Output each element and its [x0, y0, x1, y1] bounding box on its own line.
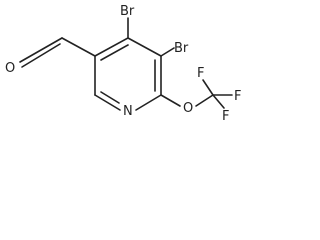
atom-nitrogen: N: [123, 104, 133, 119]
bond-cho-o-a: [19, 37, 63, 63]
bond-c-f-lower: [212, 94, 225, 109]
double-bond-inner-c1-c2: [100, 44, 129, 61]
bond-c2-c3: [127, 37, 162, 57]
atom-br-top: Br: [120, 4, 135, 19]
bond-c3-br: [160, 47, 175, 57]
bond-cho-o-b: [21, 43, 61, 68]
bond-c4-n: [135, 94, 162, 111]
bond-o-cf3: [195, 94, 214, 107]
bond-n-c6: [94, 94, 121, 111]
chemical-structure: Br Br O N O F F F: [5, 4, 241, 124]
bond-c-f-upper: [202, 79, 214, 96]
atom-oxygen-ether: O: [183, 101, 193, 116]
atom-oxygen-aldehyde: O: [5, 61, 15, 76]
atom-f-lower: F: [222, 109, 229, 124]
bond-c1-cho: [61, 37, 96, 57]
bond-c1-c2: [94, 37, 129, 57]
atom-f-upper: F: [197, 66, 204, 81]
double-bond-inner-n-c6: [100, 91, 120, 104]
atom-br-right: Br: [174, 41, 189, 56]
bond-c4-o: [160, 94, 181, 107]
atom-f-right: F: [234, 89, 241, 104]
